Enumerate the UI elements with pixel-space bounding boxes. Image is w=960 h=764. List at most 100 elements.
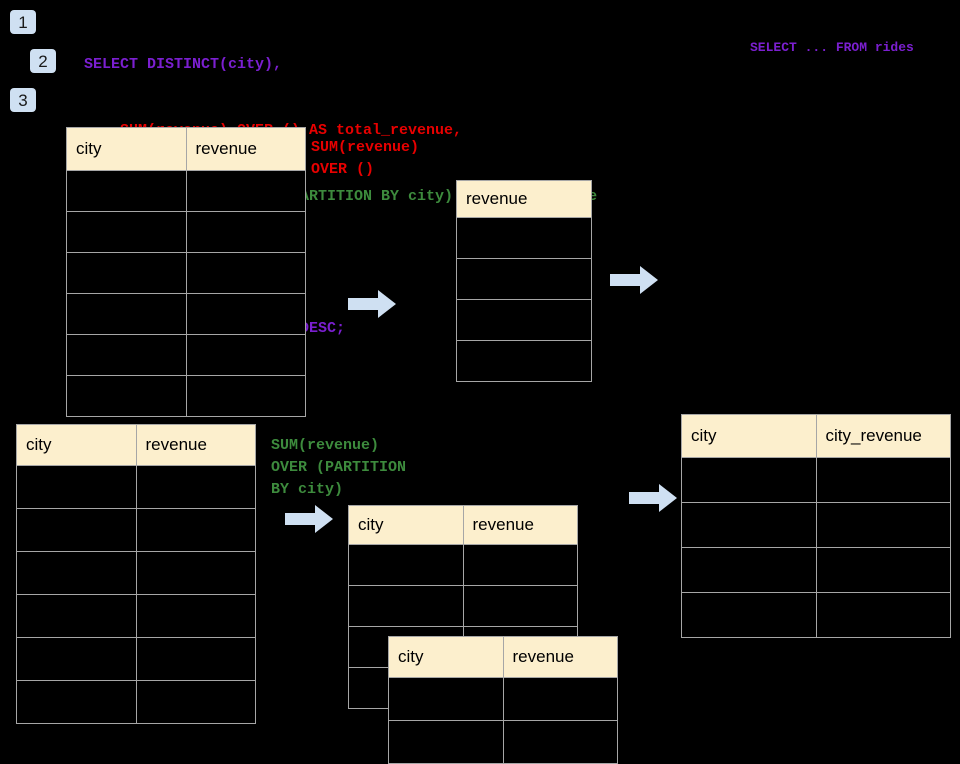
table-cell — [16, 680, 137, 724]
table-cell — [16, 465, 137, 509]
table-row — [66, 334, 306, 376]
table-city-revenue-result: city city_revenue — [681, 414, 951, 638]
column-header-city: city — [681, 414, 817, 458]
table-cell — [462, 544, 578, 586]
table-cell — [16, 594, 137, 638]
table-row — [66, 293, 306, 335]
table-row — [66, 252, 306, 294]
table-cell — [502, 720, 618, 764]
table-cell — [456, 217, 592, 259]
table-cell — [681, 502, 817, 548]
table-cell — [815, 547, 951, 593]
table-row — [16, 508, 256, 552]
table-cell — [135, 594, 256, 638]
sql-side-note: SELECT ... FROM rides — [750, 40, 914, 55]
table-cell — [16, 637, 137, 681]
table-row — [456, 258, 592, 300]
arrow-right-icon — [285, 505, 333, 533]
table-body — [66, 170, 306, 417]
step-badge-1-label: 1 — [18, 12, 28, 32]
table-cell — [681, 592, 817, 638]
table-cell — [66, 211, 187, 253]
table-cell — [348, 544, 464, 586]
table-row — [16, 551, 256, 595]
arrow-right-icon — [629, 484, 677, 512]
table-row — [681, 457, 951, 503]
table-row — [348, 585, 578, 627]
table-header-row: city revenue — [66, 127, 306, 171]
table-row — [66, 211, 306, 253]
table-partition-group-b: city revenue — [388, 636, 618, 764]
column-header-revenue: revenue — [502, 636, 618, 678]
table-row — [16, 637, 256, 681]
table-cell — [388, 677, 504, 721]
table-cell — [185, 252, 306, 294]
arrow-right-icon — [610, 266, 658, 294]
table-cell — [66, 334, 187, 376]
column-header-city: city — [348, 505, 464, 545]
table-header-row: city revenue — [348, 505, 578, 545]
column-header-revenue: revenue — [456, 180, 592, 218]
table-row — [16, 465, 256, 509]
table-rides-bottom: city revenue — [16, 424, 256, 724]
column-header-revenue: revenue — [185, 127, 306, 171]
column-header-revenue: revenue — [462, 505, 578, 545]
annotation-over-empty: SUM(revenue) OVER () — [311, 139, 420, 178]
column-header-city: city — [16, 424, 137, 466]
step-badge-2-label: 2 — [38, 51, 48, 71]
table-rides-top: city revenue — [66, 127, 306, 417]
column-header-city: city — [66, 127, 187, 171]
table-row — [66, 375, 306, 417]
table-cell — [456, 258, 592, 300]
table-body — [456, 217, 592, 382]
table-cell — [456, 340, 592, 382]
table-cell — [815, 592, 951, 638]
table-cell — [66, 170, 187, 212]
table-cell — [16, 508, 137, 552]
step-badge-1: 1 — [10, 10, 36, 34]
table-row — [388, 677, 618, 721]
table-cell — [16, 551, 137, 595]
table-cell — [185, 293, 306, 335]
table-total-revenue: revenue — [456, 180, 592, 382]
table-row — [681, 547, 951, 593]
table-header-row: city city_revenue — [681, 414, 951, 458]
column-header-city: city — [388, 636, 504, 678]
table-cell — [502, 677, 618, 721]
table-row — [681, 502, 951, 548]
table-row — [66, 170, 306, 212]
table-cell — [462, 585, 578, 627]
step-badge-3-label: 3 — [18, 90, 28, 110]
table-row — [16, 594, 256, 638]
table-row — [456, 340, 592, 382]
table-cell — [135, 637, 256, 681]
table-cell — [815, 457, 951, 503]
table-cell — [681, 547, 817, 593]
table-cell — [185, 170, 306, 212]
table-row — [681, 592, 951, 638]
table-cell — [135, 465, 256, 509]
table-cell — [66, 293, 187, 335]
table-cell — [66, 375, 187, 417]
table-cell — [185, 334, 306, 376]
arrow-right-icon — [348, 290, 396, 318]
sql-line-select: SELECT DISTINCT(city), — [84, 56, 283, 73]
column-header-city-revenue: city_revenue — [815, 414, 951, 458]
table-row — [388, 720, 618, 764]
table-cell — [388, 720, 504, 764]
table-cell — [185, 375, 306, 417]
table-cell — [681, 457, 817, 503]
table-body — [16, 465, 256, 724]
table-cell — [815, 502, 951, 548]
table-header-row: revenue — [456, 180, 592, 218]
column-header-revenue: revenue — [135, 424, 256, 466]
table-cell — [456, 299, 592, 341]
annotation-over-partition: SUM(revenue) OVER (PARTITION BY city) — [271, 437, 407, 498]
table-row — [456, 217, 592, 259]
table-cell — [135, 551, 256, 595]
table-cell — [66, 252, 187, 294]
table-row — [16, 680, 256, 724]
table-row — [348, 544, 578, 586]
step-badge-3: 3 — [10, 88, 36, 112]
table-cell — [348, 585, 464, 627]
